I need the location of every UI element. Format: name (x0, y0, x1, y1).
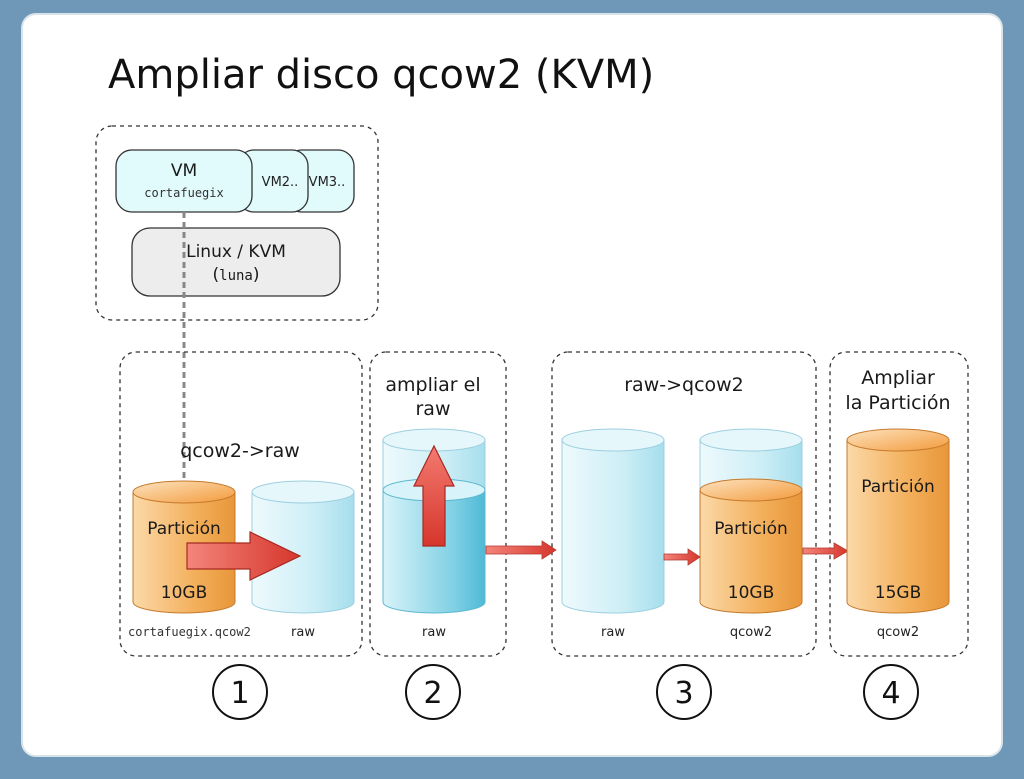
step3-partition-label: Partición (714, 519, 788, 539)
step1-partition-size: 10GB (161, 583, 207, 603)
step3-partition-cylinder (699, 478, 803, 614)
vm-label: VM (171, 161, 197, 181)
step3-heading: raw->qcow2 (624, 374, 744, 396)
vm-name: cortafuegix (144, 186, 223, 200)
host-name-line: (luna) (213, 265, 260, 285)
step4-heading-line1: Ampliar (861, 367, 935, 389)
page-title: Ampliar disco qcow2 (KVM) (108, 52, 654, 98)
host-paren-close: ) (253, 265, 260, 285)
step1-raw-cylinder (251, 480, 355, 614)
step4-partition-cylinder (846, 428, 950, 614)
step1-number-circle (212, 664, 268, 720)
host-os-label: Linux / KVM (186, 242, 286, 262)
host-paren-open: ( (213, 265, 220, 285)
step4-box (829, 351, 969, 657)
step3-box (551, 351, 817, 657)
step2-number-circle (405, 664, 461, 720)
step4-file: qcow2 (877, 625, 919, 640)
step2-heading-line2: raw (416, 398, 451, 420)
step3-source-file: raw (601, 625, 625, 640)
step2-file: raw (422, 625, 446, 640)
step3-convert-arrow (663, 548, 701, 566)
step3-partition-size: 10GB (728, 583, 774, 603)
step1-convert-arrow (186, 531, 302, 581)
step3-number-circle (656, 664, 712, 720)
step2-to-step3-arrow (485, 540, 557, 560)
slide-canvas (21, 13, 1003, 757)
step1-partition-label: Partición (147, 519, 221, 539)
step1-dest-file: raw (291, 625, 315, 640)
step3-raw-cylinder (561, 428, 665, 614)
step4-number-circle (863, 664, 919, 720)
host-group-box (95, 125, 379, 321)
step4-partition-size: 15GB (875, 583, 921, 603)
step4-number: 4 (881, 676, 900, 711)
step2-heading-line1: ampliar el (385, 374, 480, 396)
step2-number: 2 (423, 676, 442, 711)
step2-box (369, 351, 507, 657)
vm2-label: VM2.. (262, 175, 299, 190)
vm-main-box (115, 149, 253, 213)
step3-number: 3 (674, 676, 693, 711)
step2-grow-arrow (413, 444, 455, 547)
step1-partition-cylinder (132, 480, 236, 614)
host-name: luna (219, 268, 253, 284)
step3-dest-file: qcow2 (730, 625, 772, 640)
step1-box (119, 351, 363, 657)
step1-source-file: cortafuegix.qcow2 (128, 625, 251, 639)
host-os-box (131, 227, 341, 297)
step3-to-step4-arrow (802, 542, 849, 560)
step1-heading: qcow2->raw (180, 440, 300, 462)
step1-number: 1 (230, 676, 249, 711)
vm3-label: VM3.. (309, 175, 346, 190)
step4-heading-line2: la Partición (845, 392, 950, 414)
step4-partition-label: Partición (861, 477, 935, 497)
